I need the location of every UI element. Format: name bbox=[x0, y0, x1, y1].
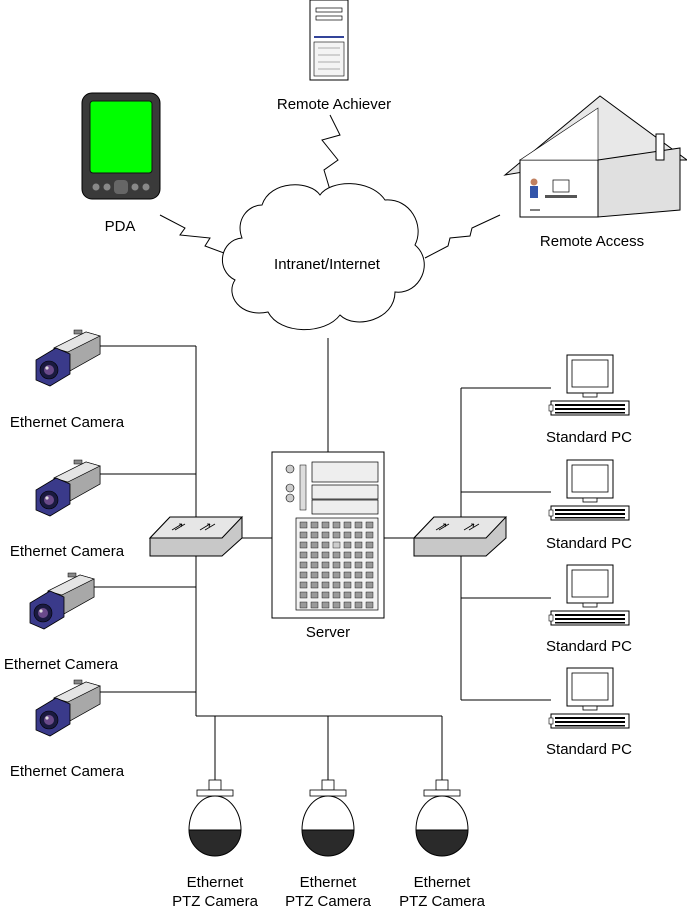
server-label: Server bbox=[306, 624, 350, 641]
ptz-camera-label-2-line1: Ethernet bbox=[300, 874, 358, 891]
ptz-camera-label-3-line1: Ethernet bbox=[414, 874, 472, 891]
ptz-camera-3 bbox=[415, 779, 469, 857]
remote-access-house bbox=[503, 95, 687, 218]
ethernet-camera-label-1: Ethernet Camera bbox=[10, 414, 125, 431]
standard-pc-4 bbox=[548, 667, 630, 729]
ptz-camera-label-3-line2: PTZ Camera bbox=[399, 893, 486, 910]
ptz-camera-label-1-line2: PTZ Camera bbox=[172, 893, 259, 910]
ethernet-camera-1 bbox=[35, 329, 101, 387]
pda-device bbox=[81, 92, 161, 200]
ptz-camera-1 bbox=[188, 779, 242, 857]
ptz-camera-label-1-line1: Ethernet bbox=[187, 874, 245, 891]
right-network-switch bbox=[412, 516, 508, 557]
pda-label: PDA bbox=[105, 218, 136, 235]
ethernet-camera-label-2: Ethernet Camera bbox=[10, 543, 125, 560]
standard-pc-label-2: Standard PC bbox=[546, 535, 632, 552]
standard-pc-label-3: Standard PC bbox=[546, 638, 632, 655]
cloud-label: Intranet/Internet bbox=[274, 256, 381, 273]
remote-achiever-label: Remote Achiever bbox=[277, 96, 391, 113]
ethernet-camera-3 bbox=[29, 572, 95, 630]
standard-pc-3 bbox=[548, 564, 630, 626]
server-vent-grid bbox=[299, 521, 374, 609]
standard-pc-label-1: Standard PC bbox=[546, 429, 632, 446]
wireless-link-remote-access bbox=[424, 214, 501, 259]
left-network-switch bbox=[148, 516, 244, 557]
standard-pc-label-4: Standard PC bbox=[546, 741, 632, 758]
ethernet-camera-2 bbox=[35, 459, 101, 517]
standard-pc-1 bbox=[548, 354, 630, 416]
ethernet-camera-label-3: Ethernet Camera bbox=[4, 656, 119, 673]
cloud-intranet-internet: Intranet/Internet bbox=[221, 183, 425, 331]
wireless-link-pda bbox=[159, 214, 233, 257]
standard-pc-2 bbox=[548, 459, 630, 521]
ptz-camera-label-2-line2: PTZ Camera bbox=[285, 893, 372, 910]
remote-achiever-tower bbox=[309, 0, 349, 81]
ethernet-camera-label-4: Ethernet Camera bbox=[10, 763, 125, 780]
wireless-link-remote-achiever bbox=[321, 114, 341, 191]
remote-access-label: Remote Access bbox=[540, 233, 644, 250]
server-tower bbox=[271, 451, 385, 619]
ethernet-camera-4 bbox=[35, 679, 101, 737]
ptz-camera-2 bbox=[301, 779, 355, 857]
